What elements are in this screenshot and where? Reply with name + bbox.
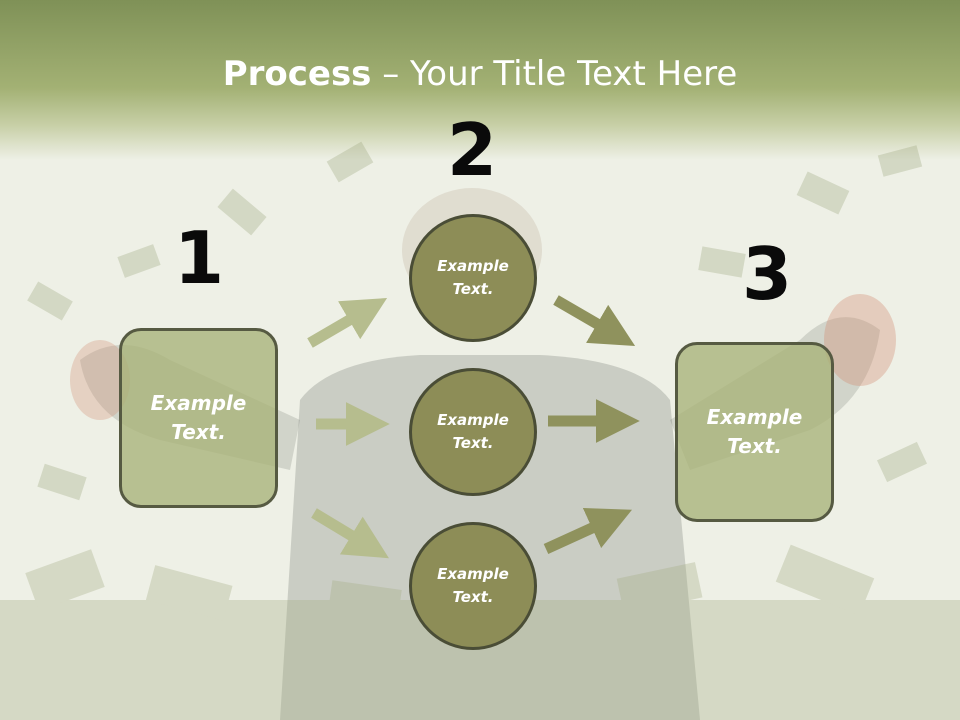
circle-middle-text: Example Text. [437, 411, 509, 452]
step-3-text: Example Text. [706, 405, 803, 458]
step-number-3: 3 [741, 232, 793, 316]
arrow-top-to-3 [553, 295, 636, 346]
step-1-text: Example Text. [150, 391, 247, 444]
step-number-2: 2 [446, 108, 498, 192]
step-3-box: Example Text. [675, 342, 834, 522]
step-2-circle-bottom: Example Text. [409, 522, 537, 650]
header-band [0, 0, 960, 160]
circle-top-text: Example Text. [437, 257, 509, 298]
arrow-1-to-top [307, 298, 388, 348]
arrow-1-to-bottom [311, 508, 389, 559]
circle-bottom-text: Example Text. [437, 565, 509, 606]
page-title: Process – Your Title Text Here [0, 52, 960, 96]
step-2-circle-middle: Example Text. [409, 368, 537, 496]
step-number-1: 1 [173, 216, 225, 300]
title-rest: – Your Title Text Here [371, 54, 738, 94]
step-1-box: Example Text. [119, 328, 278, 508]
arrow-bottom-to-3 [543, 508, 633, 555]
title-bold: Process [222, 54, 372, 94]
step-2-circle-top: Example Text. [409, 214, 537, 342]
